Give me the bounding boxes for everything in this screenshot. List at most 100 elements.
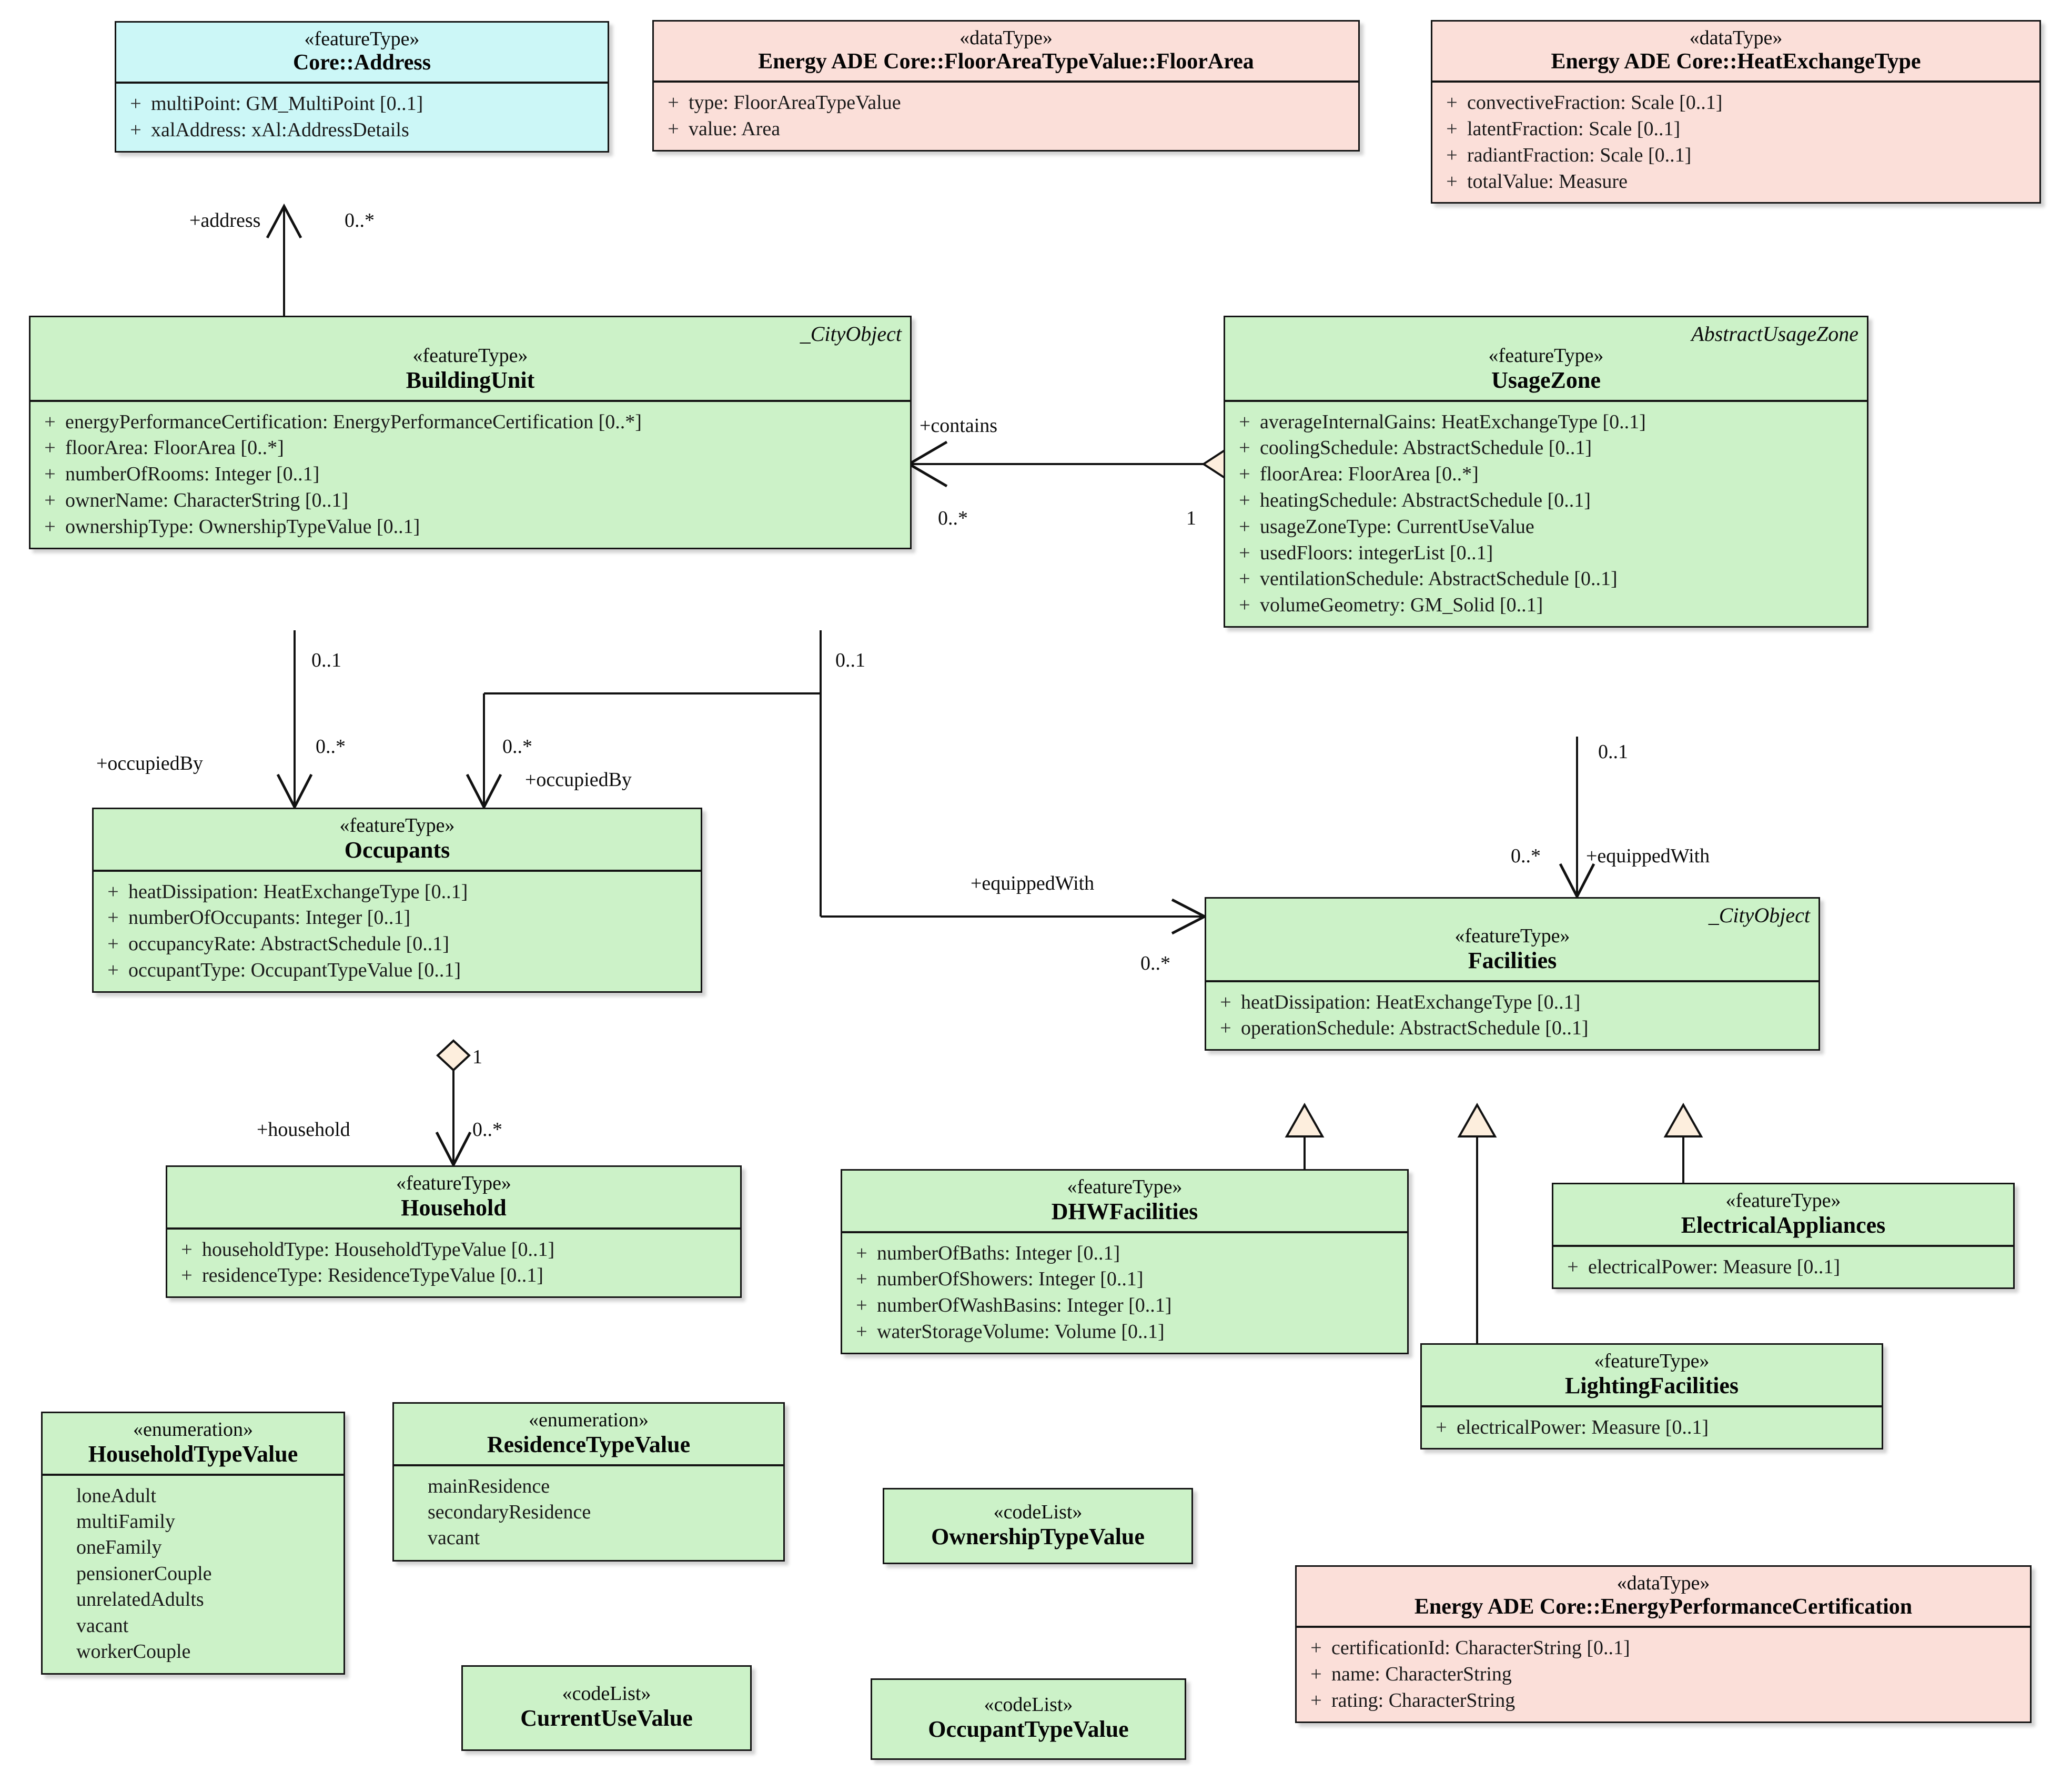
attribute-signature: occupantType: OccupantTypeValue [0..1] (128, 959, 461, 981)
attribute-row: + multiPoint: GM_MultiPoint [0..1] (120, 91, 603, 117)
attribute-row: + radiantFraction: Scale [0..1] (1437, 143, 2035, 169)
householdtypevalue-stereotype: «enumeration» (133, 1418, 253, 1441)
facilities-stereotype: «featureType» (1454, 925, 1570, 947)
attribute-row: + electricalPower: Measure [0..1] (1426, 1415, 1877, 1441)
class-box-currentusevalue[interactable]: «codeList» CurrentUseValue (461, 1665, 752, 1751)
address-header: «featureType» Core::Address (116, 23, 608, 84)
visibility-marker: + (107, 959, 119, 981)
attribute-row: + volumeGeometry: GM_Solid [0..1] (1229, 592, 1863, 619)
enum-value: secondaryResidence (428, 1501, 591, 1524)
class-box-energyperformancecertification[interactable]: «dataType» Energy ADE Core::EnergyPerfor… (1295, 1565, 2032, 1723)
attribute-signature: ventilationSchedule: AbstractSchedule [0… (1260, 568, 1618, 590)
dhwfacilities-header: «featureType» DHWFacilities (842, 1171, 1407, 1233)
class-box-address[interactable]: «featureType» Core::Address + multiPoint… (115, 21, 609, 153)
electricalappliances-name: ElectricalAppliances (1681, 1212, 1886, 1238)
mult-bu-occupiedby-target: 0..* (316, 736, 346, 758)
attribute-row: + ventilationSchedule: AbstractSchedule … (1229, 566, 1863, 592)
attribute-row: + operationSchedule: AbstractSchedule [0… (1210, 1015, 1814, 1042)
attribute-row: + convectiveFraction: Scale [0..1] (1437, 90, 2035, 116)
householdtypevalue-name: HouseholdTypeValue (88, 1441, 298, 1467)
edge-label-household: +household (257, 1119, 350, 1141)
usagezone-name: UsageZone (1491, 367, 1601, 393)
class-box-householdtypevalue[interactable]: «enumeration» HouseholdTypeValue loneAdu… (41, 1412, 345, 1675)
class-box-ownershiptypevalue[interactable]: «codeList» OwnershipTypeValue (883, 1488, 1193, 1564)
householdtypevalue-values: loneAdult multiFamily oneFamily pensione… (43, 1476, 344, 1674)
attribute-row: + certificationId: CharacterString [0..1… (1301, 1635, 2026, 1662)
attribute-row: + ownershipType: OwnershipTypeValue [0..… (35, 514, 906, 540)
class-box-usagezone[interactable]: AbstractUsageZone «featureType» UsageZon… (1224, 316, 1868, 628)
attribute-row: + numberOfOccupants: Integer [0..1] (98, 905, 696, 931)
attribute-row: + numberOfRooms: Integer [0..1] (35, 461, 906, 488)
visibility-marker: + (1239, 568, 1250, 590)
visibility-marker: + (668, 92, 679, 114)
floorarea-name: Energy ADE Core::FloorAreaTypeValue::Flo… (758, 49, 1254, 74)
attribute-row: + heatingSchedule: AbstractSchedule [0..… (1229, 488, 1863, 514)
class-box-household[interactable]: «featureType» Household + householdType:… (166, 1165, 742, 1298)
attribute-signature: operationSchedule: AbstractSchedule [0..… (1241, 1017, 1589, 1040)
attribute-signature: name: CharacterString (1331, 1663, 1512, 1686)
class-box-buildingunit[interactable]: _CityObject «featureType» BuildingUnit +… (29, 316, 912, 549)
class-box-lightingfacilities[interactable]: «featureType» LightingFacilities + elect… (1420, 1343, 1883, 1450)
visibility-marker: + (856, 1268, 867, 1291)
buildingunit-attributes: + energyPerformanceCertification: Energy… (31, 402, 910, 548)
class-box-occupanttypevalue[interactable]: «codeList» OccupantTypeValue (871, 1678, 1186, 1760)
attribute-signature: waterStorageVolume: Volume [0..1] (877, 1321, 1165, 1343)
attribute-row: + usageZoneType: CurrentUseValue (1229, 514, 1863, 540)
class-box-electricalappliances[interactable]: «featureType» ElectricalAppliances + ele… (1552, 1183, 2015, 1290)
dhwfacilities-attributes: + numberOfBaths: Integer [0..1] + number… (842, 1233, 1407, 1353)
household-header: «featureType» Household (167, 1167, 740, 1230)
facilities-superclass: _CityObject (1708, 903, 1810, 927)
enum-value: vacant (76, 1614, 129, 1637)
attribute-row: + occupantType: OccupantTypeValue [0..1] (98, 958, 696, 984)
attribute-row: + rating: CharacterString (1301, 1688, 2026, 1714)
class-box-heatexchangetype[interactable]: «dataType» Energy ADE Core::HeatExchange… (1431, 20, 2041, 204)
class-box-floorarea[interactable]: «dataType» Energy ADE Core::FloorAreaTyp… (652, 20, 1360, 152)
attribute-signature: ownershipType: OwnershipTypeValue [0..1] (65, 515, 420, 538)
occupants-header: «featureType» Occupants (94, 809, 701, 872)
attribute-signature: energyPerformanceCertification: EnergyPe… (65, 410, 642, 433)
household-name: Household (401, 1194, 507, 1221)
visibility-marker: + (1239, 410, 1250, 433)
attribute-signature: value: Area (689, 118, 781, 140)
heatexchangetype-stereotype: «dataType» (1689, 27, 1783, 49)
edge-label-contains: +contains (920, 415, 998, 437)
attribute-signature: householdType: HouseholdTypeValue [0..1] (202, 1238, 555, 1261)
mult-uz-occupiedby-target: 0..* (502, 736, 532, 758)
dhwfacilities-stereotype: «featureType» (1067, 1176, 1183, 1198)
visibility-marker: + (107, 880, 119, 903)
usagezone-header: AbstractUsageZone «featureType» UsageZon… (1225, 317, 1867, 402)
class-box-occupants[interactable]: «featureType» Occupants + heatDissipatio… (92, 808, 702, 993)
edge-label-address: +address (189, 209, 261, 231)
attribute-signature: type: FloorAreaTypeValue (689, 92, 901, 114)
attribute-row: + floorArea: FloorArea [0..*] (1229, 461, 1863, 488)
lightingfacilities-header: «featureType» LightingFacilities (1422, 1345, 1882, 1407)
attribute-signature: numberOfOccupants: Integer [0..1] (128, 907, 411, 929)
enum-value: pensionerCouple (76, 1562, 212, 1585)
attribute-row: + householdType: HouseholdTypeValue [0..… (171, 1237, 736, 1263)
attribute-row: + xalAddress: xAl:AddressDetails (120, 117, 603, 144)
residencetypevalue-values: mainResidence secondaryResidence vacant (394, 1466, 783, 1560)
address-stereotype: «featureType» (304, 28, 420, 50)
visibility-marker: + (1220, 1017, 1231, 1040)
visibility-marker: + (856, 1321, 867, 1343)
attribute-signature: electricalPower: Measure [0..1] (1588, 1255, 1841, 1278)
attribute-row: + ownerName: CharacterString [0..1] (35, 488, 906, 514)
enum-value: multiFamily (76, 1511, 175, 1533)
class-box-dhwfacilities[interactable]: «featureType» DHWFacilities + numberOfBa… (841, 1169, 1409, 1354)
lightingfacilities-attributes: + electricalPower: Measure [0..1] (1422, 1407, 1882, 1448)
visibility-marker: + (44, 489, 56, 511)
visibility-marker: + (1436, 1416, 1447, 1438)
visibility-marker: + (1239, 463, 1250, 486)
visibility-marker: + (1239, 515, 1250, 538)
visibility-marker: + (1239, 541, 1250, 564)
occupants-name: Occupants (344, 837, 450, 863)
mult-uz-occupiedby-source: 0..1 (835, 649, 865, 671)
class-box-facilities[interactable]: _CityObject «featureType» Facilities + h… (1205, 897, 1820, 1051)
visibility-marker: + (181, 1264, 193, 1287)
visibility-marker: + (1567, 1255, 1579, 1278)
attribute-signature: rating: CharacterString (1331, 1689, 1516, 1712)
energyperformancecertification-header: «dataType» Energy ADE Core::EnergyPerfor… (1297, 1567, 2030, 1628)
attribute-row: + totalValue: Measure (1437, 169, 2035, 195)
class-box-residencetypevalue[interactable]: «enumeration» ResidenceTypeValue mainRes… (392, 1402, 785, 1562)
